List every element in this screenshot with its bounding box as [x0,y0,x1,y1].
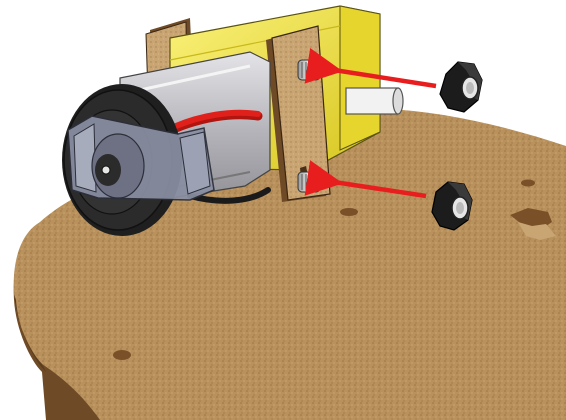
plate-hole-icon [113,350,131,360]
mounting-bolt-upper [298,60,320,80]
plate-hole-icon [340,208,358,216]
hex-nut-upper [440,62,482,112]
mounting-bolt-lower [298,172,320,192]
output-shaft [346,88,403,114]
plate-hole-icon [521,180,535,187]
